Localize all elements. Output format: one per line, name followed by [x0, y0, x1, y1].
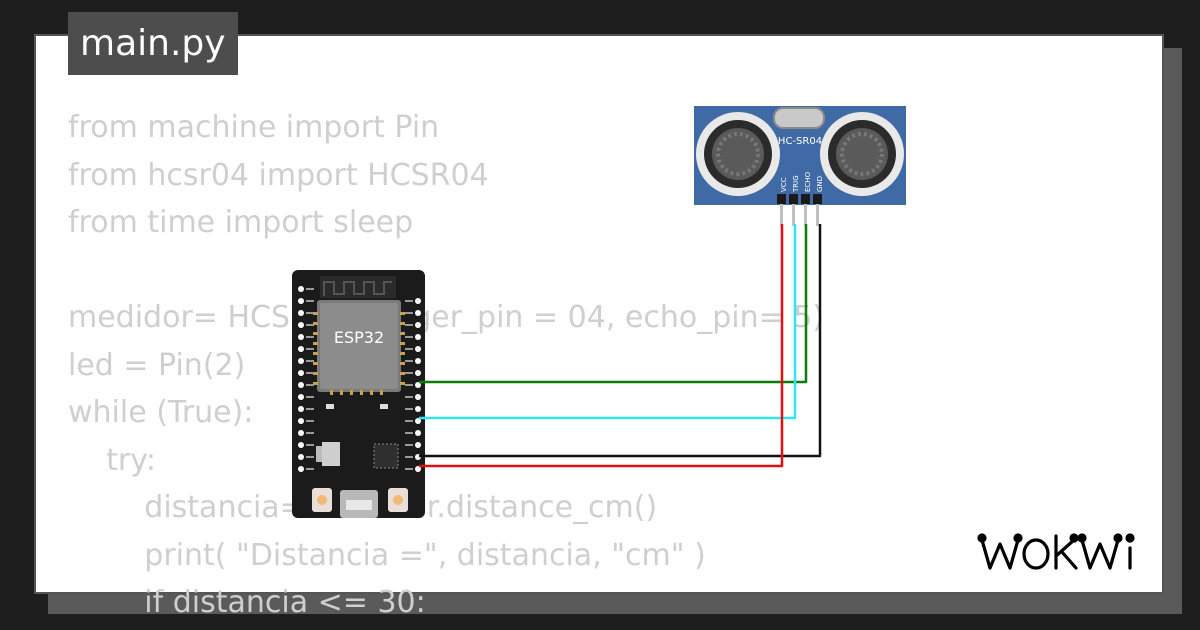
project-card: from machine import Pin from hcsr04 impor… [34, 34, 1164, 620]
echo-wire[interactable] [419, 224, 808, 384]
voltage-regulator [316, 446, 323, 462]
antenna-trace-icon [323, 281, 392, 296]
pin-label-trig: TRIG [792, 175, 800, 193]
trig-wire[interactable] [419, 224, 797, 420]
hcsr04-sensor[interactable]: HC-SR04 VCC TRIG ECHO GND [694, 106, 906, 226]
gnd-wire[interactable] [419, 224, 822, 458]
crystal-oscillator [773, 107, 825, 129]
right-header-pins [415, 298, 421, 472]
code-preview: from machine import Pin from hcsr04 impor… [68, 104, 824, 627]
left-header-pins [298, 286, 304, 472]
esp32-label: ESP32 [334, 328, 384, 347]
code-line: print( "Distancia =", distancia, "cm" ) [68, 537, 706, 573]
code-line: from hcsr04 import HCSR04 [68, 157, 489, 193]
code-line: from machine import Pin [68, 110, 440, 145]
code-line: led = Pin(2) [68, 347, 246, 383]
esp32-antenna [320, 276, 396, 298]
transmitter-icon [696, 112, 780, 196]
code-line: while (True): [68, 395, 254, 430]
file-tab[interactable]: main.py [68, 12, 238, 75]
vcc-wire[interactable] [419, 224, 784, 468]
code-line: if distancia <= 30: [68, 585, 426, 620]
code-line: from time import sleep [68, 205, 414, 240]
code-line: try: [68, 442, 156, 478]
sensor-header-pins [777, 194, 822, 226]
usb-chip [373, 443, 399, 469]
pin-label-vcc: VCC [780, 177, 788, 192]
sensor-label: HC-SR04 [778, 136, 822, 147]
wokwi-logo [977, 533, 1135, 570]
pin-label-echo: ECHO [804, 171, 812, 192]
esp32-board[interactable]: ESP32 [292, 270, 425, 518]
pin-label-gnd: GND [816, 176, 824, 192]
receiver-icon [820, 112, 904, 196]
